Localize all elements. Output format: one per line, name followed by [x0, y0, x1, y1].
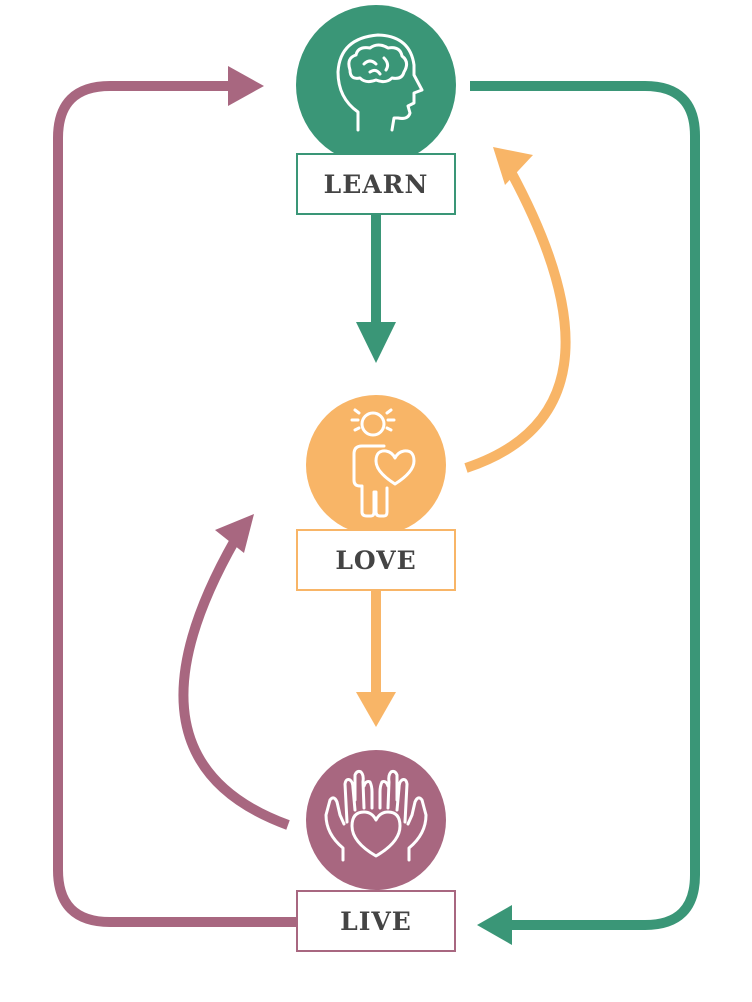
arrowhead-love-to-live	[356, 692, 396, 727]
love-label-text: LOVE	[335, 545, 417, 575]
learn-circle	[296, 5, 456, 165]
love-label: LOVE	[296, 529, 456, 591]
learn-label: LEARN	[296, 153, 456, 215]
arrowhead-live-to-learn	[228, 66, 264, 106]
edge-live-to-learn	[53, 81, 296, 927]
live-label-text: LIVE	[340, 906, 412, 936]
edge-learn-to-live	[470, 81, 700, 930]
learn-node	[296, 5, 456, 165]
learn-label-text: LEARN	[323, 169, 429, 199]
edge-love-to-learn	[464, 167, 571, 473]
love-node	[306, 395, 446, 535]
arrowhead-learn-to-love	[356, 322, 396, 363]
arrowhead-learn-to-live	[477, 905, 512, 945]
hands-heart-icon	[324, 769, 428, 862]
head-brain-icon	[336, 33, 424, 132]
edge-live-to-love	[178, 537, 290, 830]
live-label: LIVE	[296, 890, 456, 952]
person-heart-icon	[350, 408, 416, 518]
live-node	[306, 750, 446, 890]
arrowhead-love-to-learn	[493, 147, 533, 185]
arrowhead-live-to-love	[215, 514, 254, 553]
